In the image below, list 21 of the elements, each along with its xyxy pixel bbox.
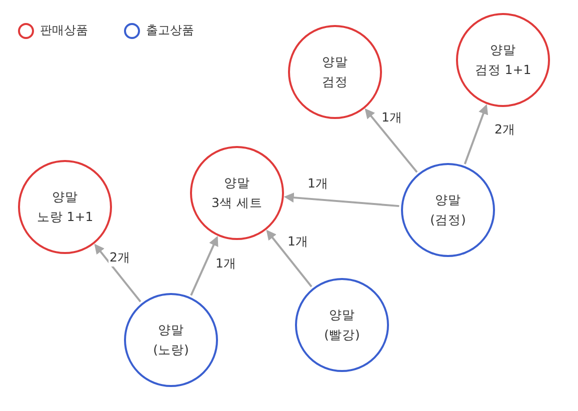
edge-label: 1개	[306, 176, 330, 192]
node-label: 양말 (검정)	[430, 191, 466, 229]
arrow	[464, 104, 488, 164]
edge-label: 2개	[108, 250, 132, 266]
arrow	[190, 236, 218, 296]
edge-label: 1개	[214, 256, 238, 272]
arrow	[266, 230, 312, 288]
edge-label: 1개	[380, 110, 404, 126]
node-label: 양말 (빨강)	[324, 306, 360, 344]
node-label: 양말 (노랑)	[153, 321, 189, 359]
node-label: 양말 검정	[322, 53, 348, 91]
arrow	[364, 108, 418, 173]
arrow	[94, 244, 142, 302]
edge-label: 1개	[286, 234, 310, 250]
node-label: 양말 검정 1+1	[474, 41, 532, 79]
legend-label: 판매상품	[40, 22, 88, 39]
node-label: 양말 노랑 1+1	[36, 188, 94, 226]
arrow	[284, 192, 400, 208]
edge-label: 2개	[494, 122, 516, 138]
node-label: 양말 3색 세트	[212, 174, 262, 212]
legend-label: 출고상품	[146, 22, 194, 39]
